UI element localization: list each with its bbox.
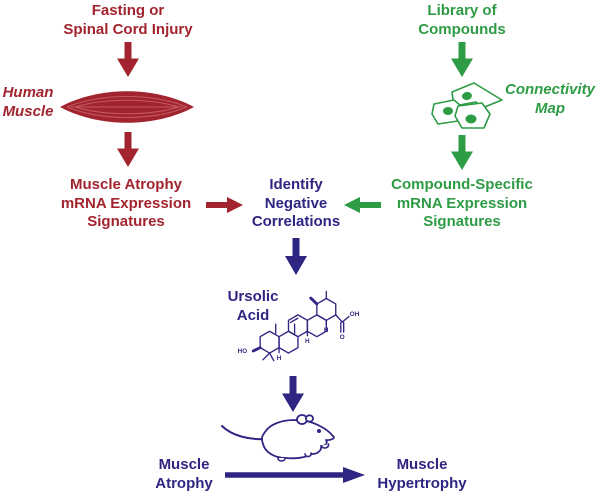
identify-line3: Correlations [251,213,341,230]
mouse-icon [221,414,335,462]
fasting-injury-line1: Fasting or [91,2,165,19]
identify-correlations-label: Identify Negative Correlations [226,176,366,232]
muscle-atrophy-end-line2: Atrophy [155,474,213,492]
atrophy-signatures-line3: Signatures [87,213,165,230]
atom-label-ho: HO [238,348,248,355]
human-muscle-line1: Human [2,84,54,101]
arrow-identify-to-ursolic-icon [285,238,307,275]
muscle-atrophy-end-label: Muscle Atrophy [124,456,244,493]
atrophy-signatures-line1: Muscle Atrophy [70,176,182,193]
arrow-cmap-to-signatures-icon [451,135,473,170]
atrophy-signatures-label: Muscle Atrophy mRNA Expression Signature… [26,176,226,232]
library-line1: Library of [427,2,497,19]
ursolic-acid-label: Ursolic Acid [223,288,283,325]
cells-icon [431,82,503,129]
arrow-atrophy-to-hypertrophy-icon [225,467,365,483]
atom-label-h2: H [305,338,310,345]
arrow-muscle-to-signatures-icon [117,132,139,167]
arrow-compound-to-identify-icon [344,197,381,213]
ursolic-line2: Acid [236,306,270,324]
fasting-injury-label: Fasting or Spinal Cord Injury [18,2,238,39]
atom-label-h3: H [324,327,329,334]
ursolic-acid-structure-icon: HO OH O H H H [238,290,360,362]
muscle-atrophy-end-line1: Muscle [158,456,210,473]
compound-signatures-label: Compound-Specific mRNA Expression Signat… [362,176,562,232]
compound-signatures-line1: Compound-Specific [391,176,533,193]
connectivity-map-caption: Connectivity Map [500,81,600,118]
ursolic-line1: Ursolic [227,288,279,305]
library-compounds-label: Library of Compounds [352,2,572,39]
arrow-ursolic-to-mouse-icon [282,376,304,412]
library-line2: Compounds [418,20,506,38]
compound-signatures-line3: Signatures [423,213,501,230]
muscle-hypertrophy-line1: Muscle [396,456,448,473]
muscle-spindle-icon [60,91,194,123]
fasting-injury-line2: Spinal Cord Injury [63,20,193,38]
identify-line1: Identify [269,176,323,193]
atom-label-oh: OH [350,311,360,318]
muscle-hypertrophy-label: Muscle Hypertrophy [352,456,492,493]
atom-label-o: O [340,334,345,341]
arrow-fasting-to-muscle-icon [117,42,139,77]
human-muscle-caption: Human Muscle [0,84,56,121]
arrow-library-to-cmap-icon [451,42,473,77]
connectivity-line2: Map [535,99,565,117]
identify-line2: Negative [264,194,328,212]
atom-label-h1: H [277,355,282,362]
connectivity-line1: Connectivity [504,81,595,98]
atrophy-signatures-line2: mRNA Expression [60,194,192,212]
muscle-hypertrophy-line2: Hypertrophy [377,474,467,492]
compound-signatures-line2: mRNA Expression [396,194,528,212]
human-muscle-line2: Muscle [2,102,54,120]
arrow-atrophy-to-identify-icon [206,197,243,213]
